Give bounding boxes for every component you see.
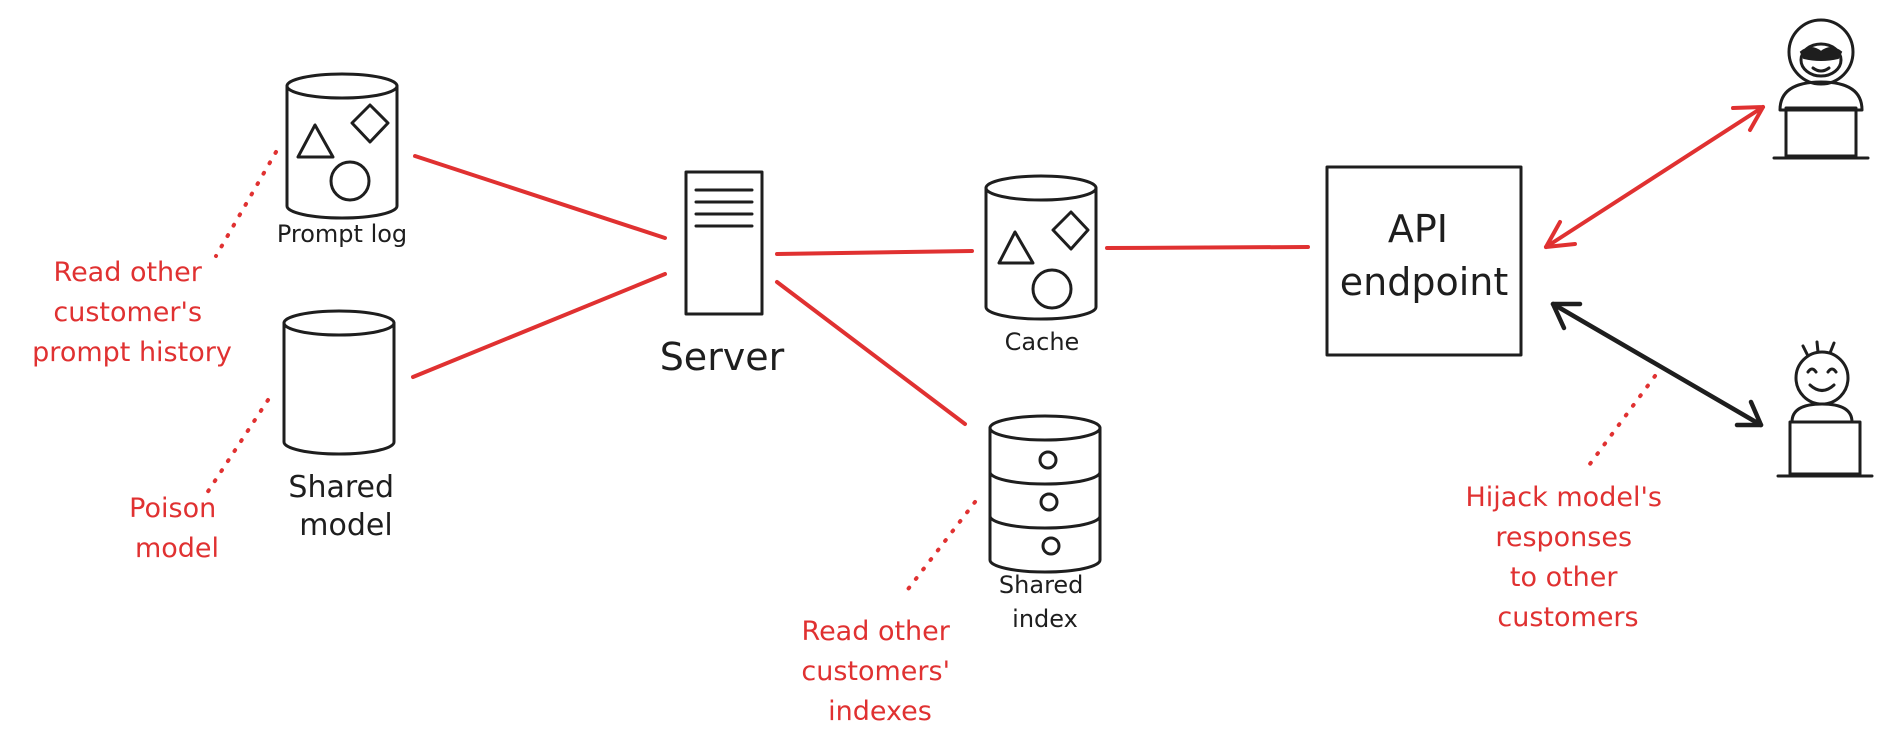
attacker-double-arrow (1544, 105, 1765, 249)
annotation-indexes-line1: Read other (802, 616, 951, 647)
shared-index-label-line2: index (1012, 605, 1078, 633)
attacker-hacker-icon (1778, 18, 1864, 112)
link-cache-api (1105, 245, 1310, 250)
annotation-hijack: Hijack model's responses to other custom… (1465, 482, 1670, 633)
laptop-icon (1772, 106, 1870, 160)
server-label: Server (660, 335, 785, 379)
annotation-indexes-line2: customers' (801, 656, 950, 687)
user-smiley-icon (1790, 340, 1854, 424)
annotation-prompt-history-line3: prompt history (32, 337, 232, 368)
annotation-prompt-history-line1: Read other (54, 257, 203, 288)
cache-db (984, 174, 1098, 321)
annotation-poison-line2: model (135, 533, 219, 564)
laptop-icon (1776, 420, 1874, 478)
annotation-hijack-line2: responses (1495, 522, 1632, 553)
leader-indexes (900, 500, 977, 599)
link-promptlog-server (413, 154, 667, 240)
shared-index-label: Shared index (999, 571, 1091, 633)
index-dot-icon (1039, 492, 1059, 512)
index-dot-icon (1041, 536, 1061, 556)
api-endpoint-label-line2: endpoint (1340, 260, 1509, 304)
leader-prompt-history (214, 150, 278, 258)
annotation-indexes-line3: indexes (828, 696, 932, 727)
diamond-icon (350, 103, 390, 144)
prompt-log-label: Prompt log (277, 220, 407, 248)
api-endpoint-label-line1: API (1388, 207, 1448, 251)
triangle-icon (997, 230, 1035, 265)
shared-model-label-line2: model (299, 508, 392, 543)
api-endpoint-box (1325, 165, 1523, 357)
cache-label: Cache (1005, 328, 1080, 356)
prompt-log-db (285, 72, 399, 220)
api-endpoint-label: API endpoint (1340, 207, 1509, 304)
link-model-server (411, 272, 667, 379)
server-rack-icon (684, 170, 764, 316)
annotation-poison: Poison model (129, 493, 225, 564)
annotation-prompt-history: Read other customer's prompt history (32, 257, 232, 368)
triangle-icon (296, 123, 335, 159)
annotation-hijack-line4: customers (1497, 602, 1638, 633)
shared-model-label: Shared model (288, 470, 403, 543)
annotation-indexes: Read other customers' indexes (801, 616, 958, 727)
blob-icon (1031, 268, 1073, 310)
shared-index-db (988, 414, 1102, 574)
shared-index-label-line1: Shared (999, 571, 1084, 599)
connections (411, 154, 1310, 426)
link-server-index (775, 280, 967, 426)
user-double-arrow (1550, 301, 1764, 428)
annotation-poison-line1: Poison (129, 493, 216, 524)
leader-poison (203, 398, 270, 498)
annotation-prompt-history-line2: customer's (53, 297, 202, 328)
annotation-hijack-line1: Hijack model's (1465, 482, 1661, 513)
shared-model-label-line1: Shared (288, 470, 394, 505)
diamond-icon (1051, 210, 1090, 251)
shared-model-db (282, 309, 396, 456)
annotation-hijack-line3: to other (1510, 562, 1619, 593)
link-server-cache (775, 249, 974, 256)
leader-hijack (1582, 374, 1657, 474)
index-dot-icon (1038, 450, 1058, 470)
blob-icon (329, 160, 371, 202)
